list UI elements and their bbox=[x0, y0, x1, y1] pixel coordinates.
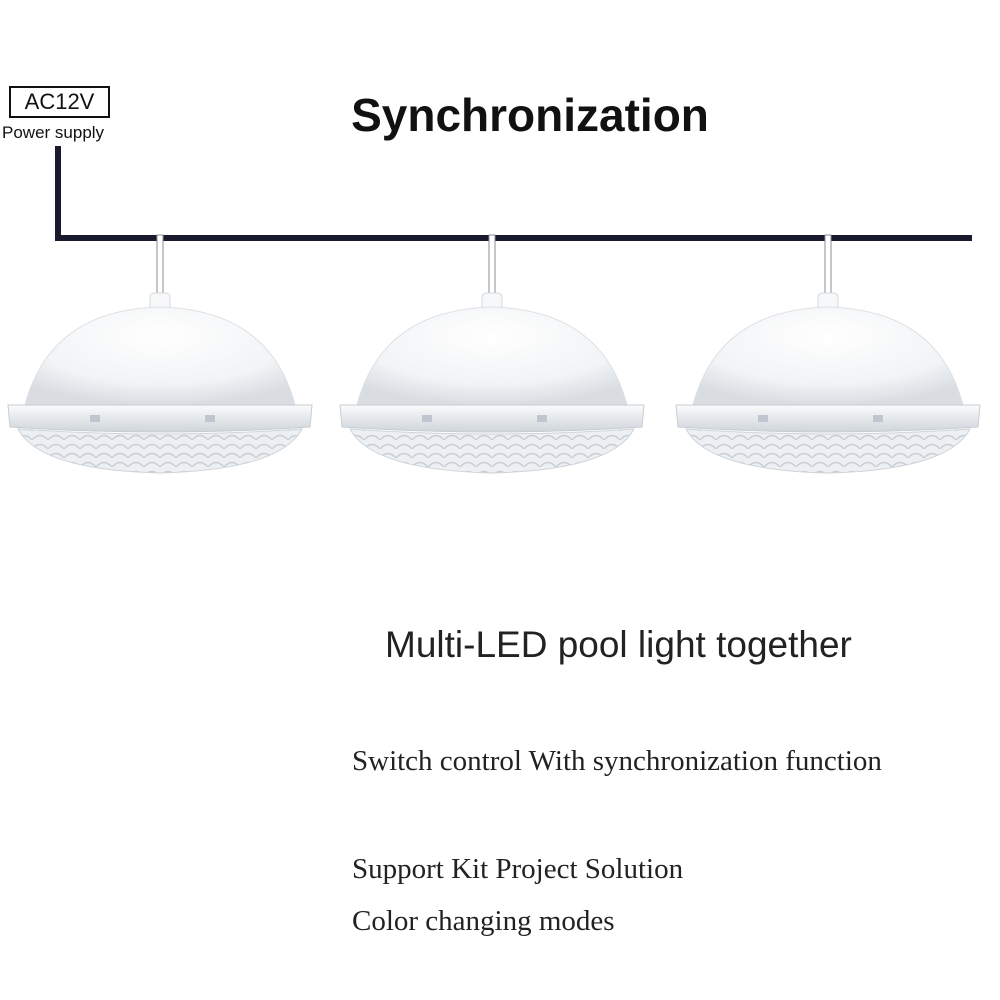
supply-wire bbox=[55, 146, 972, 241]
power-supply-label: Power supply bbox=[2, 123, 105, 142]
pool-light-2 bbox=[339, 234, 645, 474]
power-supply-voltage-box: AC12V bbox=[9, 86, 110, 118]
pool-light-3 bbox=[675, 234, 981, 474]
subtitle: Multi-LED pool light together bbox=[385, 624, 852, 665]
feature-kit-solution: Support Kit Project Solution bbox=[352, 853, 684, 885]
feature-color-modes: Color changing modes bbox=[352, 905, 615, 937]
pool-light-1 bbox=[7, 234, 313, 474]
page-title: Synchronization bbox=[351, 89, 709, 141]
feature-switch-control: Switch control With synchronization func… bbox=[352, 745, 882, 777]
